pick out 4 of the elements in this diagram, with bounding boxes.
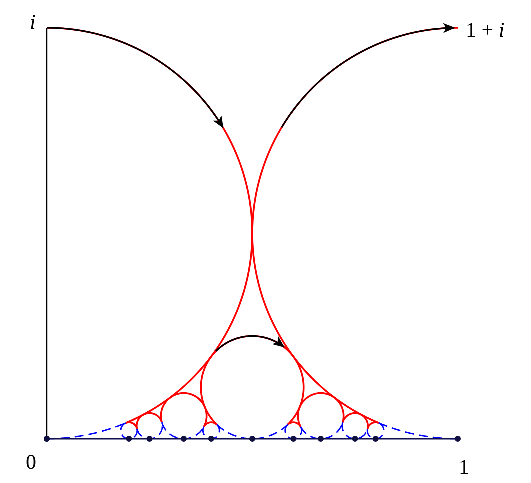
axis-label: 0 [26,452,36,473]
point-label: 1 + i [466,20,505,41]
axis-label: 1 [459,457,470,478]
axis-label: i [30,12,36,33]
